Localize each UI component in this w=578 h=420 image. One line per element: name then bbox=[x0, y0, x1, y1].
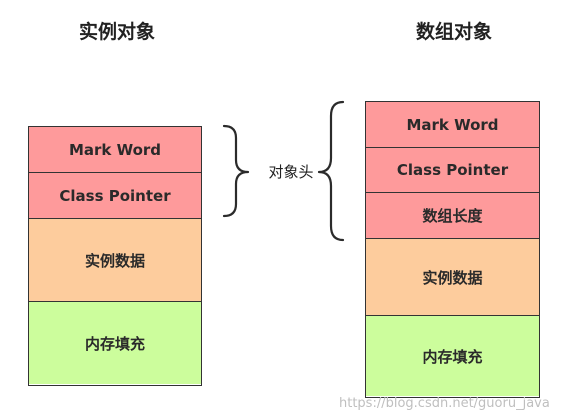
right-brace-icon bbox=[317, 100, 345, 242]
left-class-pointer-cell: Class Pointer bbox=[29, 173, 201, 219]
right-array-length-cell: 数组长度 bbox=[366, 193, 539, 239]
watermark: https://blog.csdn.net/guoru_java bbox=[339, 396, 550, 411]
left-brace-icon bbox=[222, 124, 250, 218]
instance-object-title: 实例对象 bbox=[78, 21, 155, 43]
array-object-title: 数组对象 bbox=[415, 21, 492, 43]
object-header-label: 对象头 bbox=[268, 163, 314, 181]
right-instance-data-cell: 实例数据 bbox=[366, 239, 539, 316]
instance-object-layout: Mark Word Class Pointer 实例数据 内存填充 bbox=[28, 126, 202, 386]
right-mark-word-cell: Mark Word bbox=[366, 102, 539, 148]
left-instance-data-cell: 实例数据 bbox=[29, 219, 201, 302]
array-object-layout: Mark Word Class Pointer 数组长度 实例数据 内存填充 bbox=[365, 101, 540, 398]
left-padding-cell: 内存填充 bbox=[29, 302, 201, 384]
left-mark-word-cell: Mark Word bbox=[29, 127, 201, 173]
right-padding-cell: 内存填充 bbox=[366, 316, 539, 396]
right-class-pointer-cell: Class Pointer bbox=[366, 148, 539, 193]
